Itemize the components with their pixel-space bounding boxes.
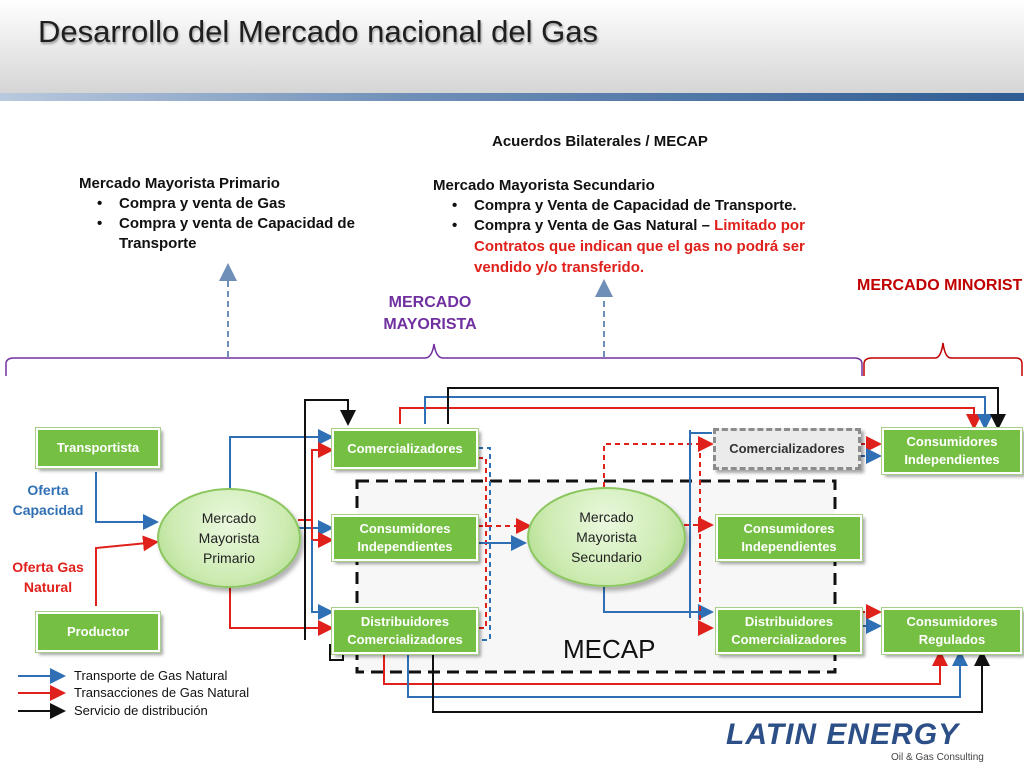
slide-title: Desarrollo del Mercado nacional del Gas [38, 14, 599, 49]
node-productor: Productor [35, 611, 161, 653]
primario-heading: Mercado Mayorista Primario [79, 175, 280, 192]
latin-energy-logo: LATIN ENERGY Oil & Gas Consulting [726, 718, 984, 763]
mercado-minorista-label: MERCADO MINORIST [857, 277, 1023, 294]
node-transportista: Transportista [35, 427, 161, 469]
header-accent-bar [0, 93, 1024, 101]
node-comercializadores: Comercializadores [331, 428, 479, 470]
secundario-bullet-2-line2: Contratos que indican que el gas no podr… [474, 238, 805, 255]
acuerdos-heading: Acuerdos Bilaterales / MECAP [492, 133, 708, 150]
logo-tagline: Oil & Gas Consulting [891, 752, 984, 763]
legend-transporte: Transporte de Gas Natural [74, 668, 228, 683]
primario-bullet-1: •Compra y venta de Gas [97, 195, 286, 212]
title-header [0, 0, 1024, 95]
secundario-bullet-1: •Compra y Venta de Capacidad de Transpor… [452, 197, 797, 214]
secundario-bullet-2: •Compra y Venta de Gas Natural – Limitad… [452, 217, 805, 234]
mecap-label: MECAP [563, 634, 656, 664]
brace-mayorista [5, 343, 863, 376]
primario-bullet-2: •Compra y venta de Capacidad de [97, 215, 355, 232]
secundario-heading: Mercado Mayorista Secundario [433, 177, 655, 194]
legend-servicio: Servicio de distribución [74, 703, 208, 718]
secundario-bullet-2-line3: vendido y/o transferido. [474, 259, 645, 276]
legend-transacciones: Transacciones de Gas Natural [74, 685, 250, 700]
brace-minorista [863, 342, 1023, 376]
primario-bullet-2-cont: Transporte [119, 235, 197, 252]
logo-wordmark: LATIN ENERGY [726, 718, 960, 751]
node-comercializadores-secundario: Comercializadores [713, 428, 861, 470]
